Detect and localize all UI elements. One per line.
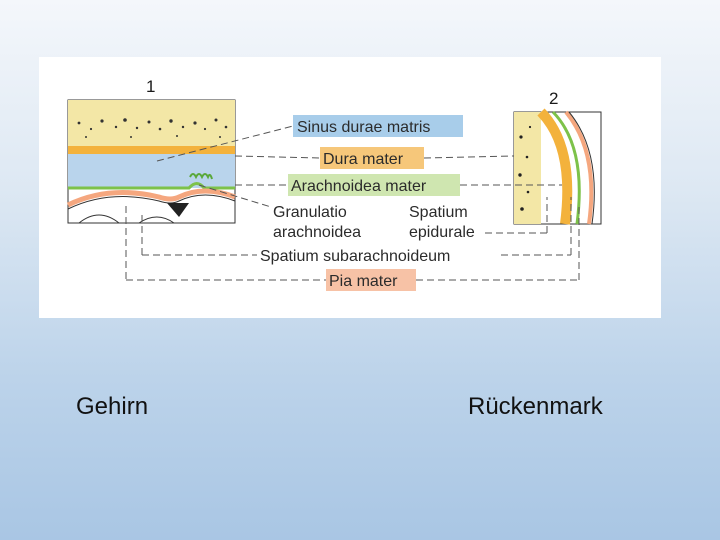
- meninges-figure: 1 2 Sinus durae matris Dura mater Arachn…: [39, 57, 661, 318]
- vertebra-bone: [514, 112, 541, 224]
- label-granulatio-line2: arachnoidea: [273, 224, 361, 241]
- caption-brain: Gehirn: [76, 393, 148, 421]
- dura-layer: [68, 146, 235, 154]
- subarachnoid-space: [68, 154, 235, 188]
- skull-bone: [68, 100, 235, 146]
- label-pia-mater: Pia mater: [329, 273, 398, 290]
- panel-spinal-cord: [514, 112, 601, 224]
- meninges-diagram: 1 2 Sinus durae matris Dura mater Arachn…: [39, 57, 661, 318]
- caption-spinal-cord: Rückenmark: [468, 393, 603, 421]
- label-spatium-epidurale-line2: epidurale: [409, 224, 475, 241]
- label-spatium-subarachnoideum: Spatium subarachnoideum: [260, 248, 450, 265]
- panel-1-number: 1: [146, 77, 155, 96]
- label-granulatio-line1: Granulatio: [273, 204, 347, 221]
- panel-2-number: 2: [549, 89, 558, 108]
- label-dura-mater: Dura mater: [323, 151, 404, 168]
- label-sinus-durae-matris: Sinus durae matris: [297, 119, 430, 136]
- label-spatium-epidurale-line1: Spatium: [409, 204, 468, 221]
- label-arachnoidea-mater: Arachnoidea mater: [291, 178, 427, 195]
- panel-brain: [68, 100, 235, 223]
